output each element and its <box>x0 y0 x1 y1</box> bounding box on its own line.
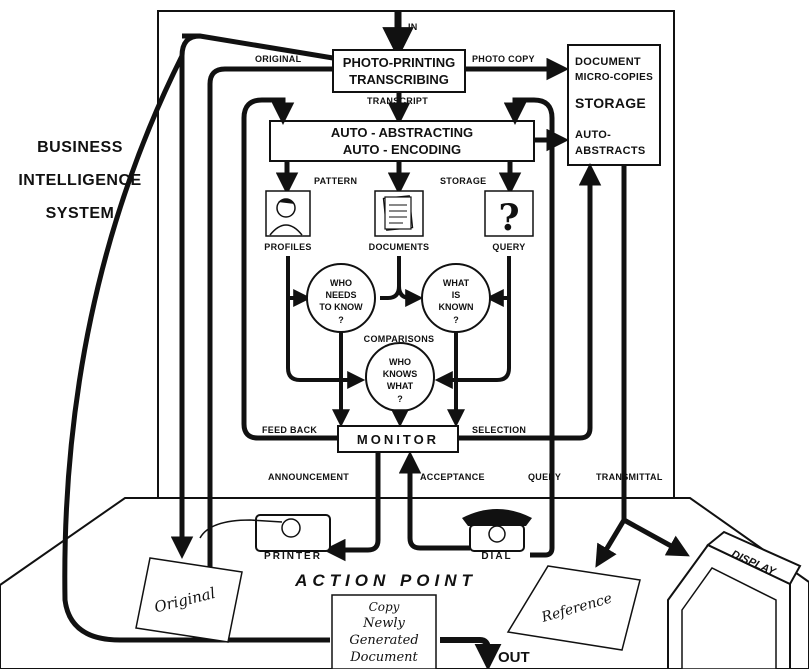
acceptance-label: ACCEPTANCE <box>420 472 485 482</box>
auto-abstracting-line2: AUTO - ENCODING <box>343 142 461 157</box>
photo-copy-label: PHOTO COPY <box>472 54 535 64</box>
storage-line2: MICRO-COPIES <box>575 72 653 83</box>
who-needs-l1: WHO <box>330 278 352 288</box>
who-knows-l2: KNOWS <box>383 369 418 379</box>
action-point-title: ACTION POINT <box>294 571 477 590</box>
transmittal-label: TRANSMITTAL <box>596 472 663 482</box>
profiles-label: PROFILES <box>264 242 311 252</box>
who-needs-l3: TO KNOW <box>319 302 363 312</box>
storage-line5: ABSTRACTS <box>575 145 646 157</box>
side-title-line3: SYSTEM <box>46 205 115 222</box>
monitor-label: MONITOR <box>357 432 439 447</box>
photo-printing-line2: TRANSCRIBING <box>349 72 449 87</box>
who-knows-l3: WHAT <box>387 381 414 391</box>
who-needs-l4: ? <box>338 315 344 325</box>
pattern-label: PATTERN <box>314 176 357 186</box>
printer-label: PRINTER <box>264 551 322 562</box>
out-label: OUT <box>498 649 530 666</box>
question-mark-icon: ? <box>498 197 519 239</box>
what-known-l3: KNOWN <box>439 302 474 312</box>
telephone-icon <box>462 509 532 551</box>
what-known-l1: WHAT <box>443 278 470 288</box>
transcript-label: TRANSCRIPT <box>367 96 428 106</box>
what-known-l2: IS <box>452 290 461 300</box>
side-title-line1: BUSINESS <box>37 139 123 156</box>
new-doc-l1: Copy <box>369 600 400 614</box>
storage-line4: AUTO- <box>575 129 611 141</box>
dial-label: DIAL <box>481 551 512 562</box>
who-knows-l4: ? <box>397 394 403 404</box>
in-label: IN <box>408 22 418 32</box>
new-doc-l3: Generated <box>349 633 418 648</box>
who-needs-l2: NEEDS <box>325 290 356 300</box>
original-label: ORIGINAL <box>255 54 302 64</box>
what-known-l4: ? <box>453 315 459 325</box>
feed-back-label: FEED BACK <box>262 425 317 435</box>
auto-abstracting-line1: AUTO - ABSTRACTING <box>331 125 473 140</box>
query-item-label: QUERY <box>492 242 525 252</box>
query-flow-label: QUERY <box>528 472 561 482</box>
storage-line1: DOCUMENT <box>575 56 641 68</box>
documents-label: DOCUMENTS <box>369 242 430 252</box>
new-doc-l2: Newly <box>362 616 405 631</box>
selection-label: SELECTION <box>472 425 526 435</box>
announcement-label: ANNOUNCEMENT <box>268 472 349 482</box>
photo-printing-line1: PHOTO-PRINTING <box>343 55 455 70</box>
documents-stack-icon <box>383 196 412 231</box>
side-title-line2: INTELLIGENCE <box>18 172 141 189</box>
pattern-storage-label: STORAGE <box>440 176 486 186</box>
new-doc-l4: Document <box>349 650 418 665</box>
who-knows-l1: WHO <box>389 357 411 367</box>
storage-line3: STORAGE <box>575 95 646 111</box>
